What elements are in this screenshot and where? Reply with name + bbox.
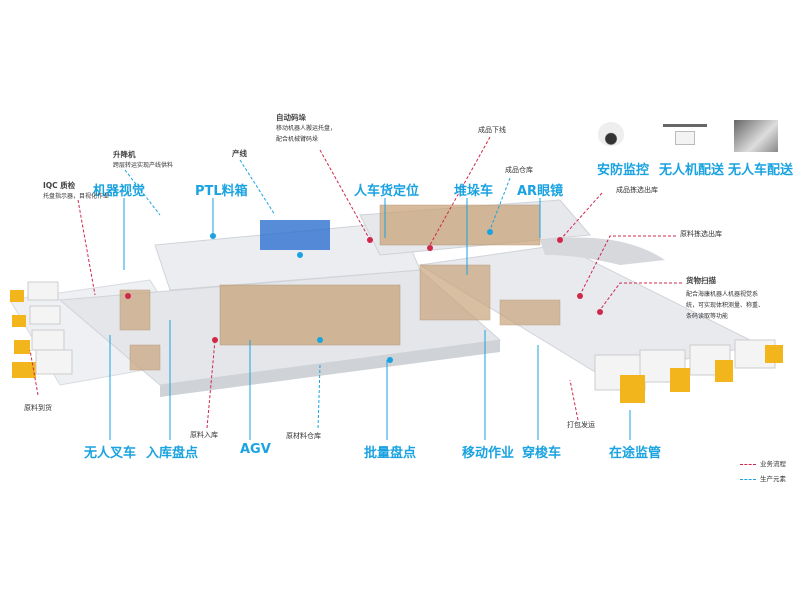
raw-warehouse-label: 原材料仓库 [286,432,321,440]
finished-offline-label: 成品下线 [478,126,506,134]
iqc-desc: 托盘指示器，目视化作业 [43,193,110,200]
scan-title: 货物扫描 [686,276,716,285]
label-forklift: 无人叉车 [84,446,137,461]
finished-warehouse-label: 成品仓库 [505,166,533,174]
label-agv: AGV [240,442,271,457]
scan-desc-3: 条码读取等功能 [686,313,729,320]
iqc-title: IQC 质检 [43,181,76,190]
lift-desc: 跨层转运实现产线供料 [113,162,174,169]
label-mobile-work: 移动作业 [462,446,515,461]
line-title: 产线 [232,149,247,158]
legend-business: 业务流程 [760,460,786,468]
raw-arrival-label: 原料到货 [24,404,52,412]
lift-title: 升降机 [113,150,136,159]
legend-production: 生产元素 [760,475,786,483]
label-inbound-check: 入库盘点 [146,446,199,461]
label-stacker: 堆垛车 [454,184,494,199]
raw-picking-label: 原料拣选出库 [680,230,722,238]
label-positioning: 人车货定位 [354,184,420,199]
security-camera-icon [598,122,624,146]
label-security-monitoring: 安防监控 [597,163,650,178]
label-machine-vision: 机器视觉 [93,184,146,199]
label-transit: 在途监管 [609,446,662,461]
scan-desc-1: 配合海康机器人机器视觉系 [686,291,759,298]
label-ptl: PTL料箱 [195,184,248,199]
palletizing-desc-1: 移动机器人搬运托盘， [276,125,337,132]
scan-desc-2: 统，可实现体积测量、称重、 [686,302,765,309]
finished-picking-label: 成品拣选出库 [616,186,658,194]
label-drone-delivery: 无人机配送 [659,163,725,178]
label-ar: AR眼镜 [517,184,564,199]
label-unmanned-vehicle: 无人车配送 [728,163,794,178]
autonomous-vehicle-icon [734,120,778,152]
legend-business-swatch [740,464,756,465]
raw-inbound-label: 原料入库 [190,431,218,439]
label-shuttle: 穿梭车 [522,446,562,461]
pack-ship-label: 打包发运 [567,421,595,429]
palletizing-desc-2: 配合机械臂码垛 [276,136,319,143]
label-batch-check: 批量盘点 [364,446,417,461]
legend-production-swatch [740,479,756,480]
drone-icon [663,124,707,149]
palletizing-title: 自动码垛 [276,113,306,122]
